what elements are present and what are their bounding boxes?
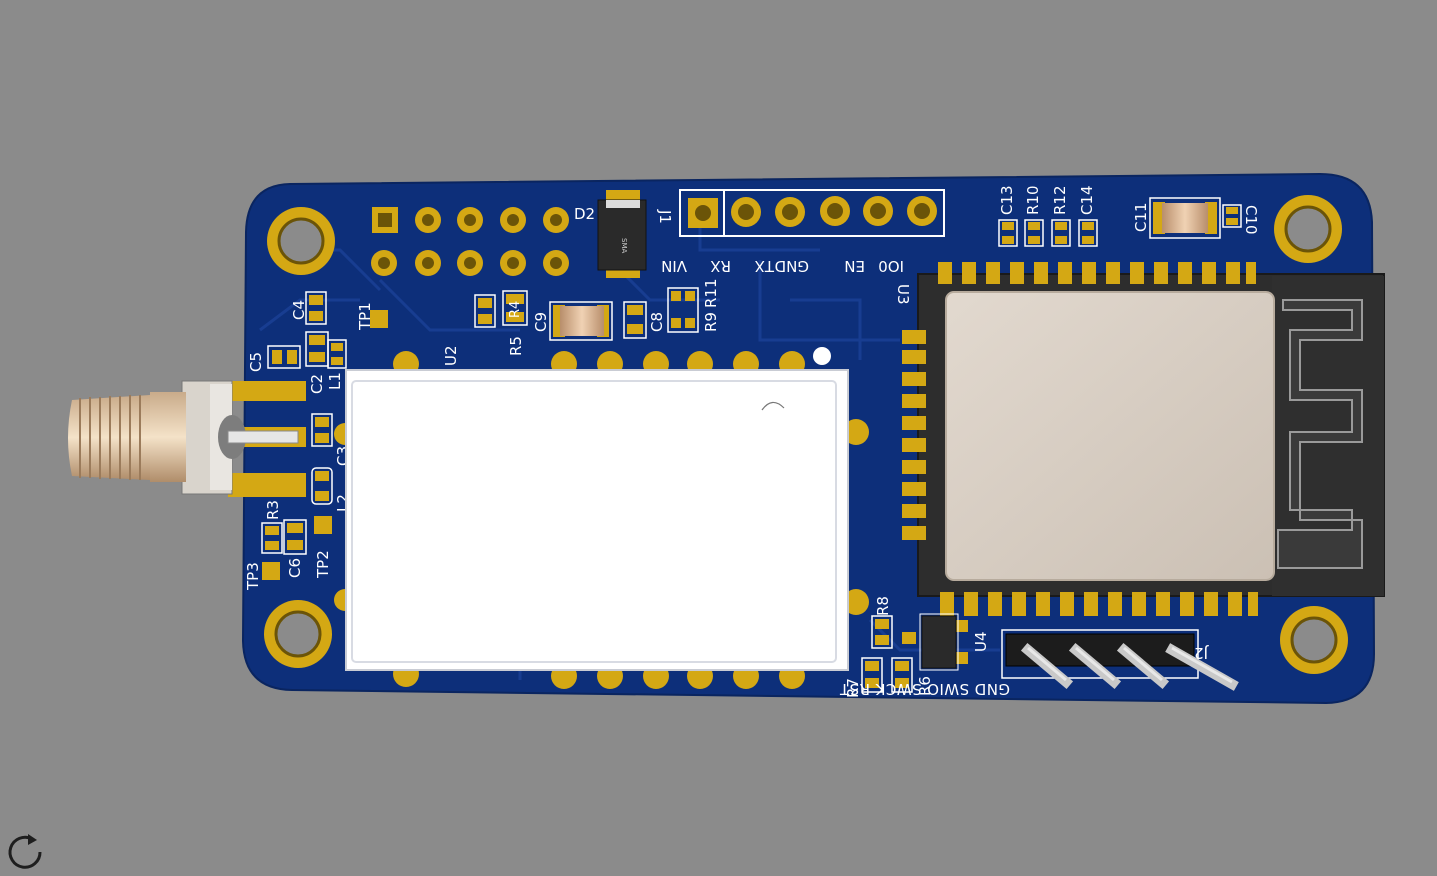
label-c8: C8 [648,312,666,332]
mounting-hole-bl [264,600,332,668]
capacitor-c11 [1149,197,1221,239]
capacitor-c4 [305,291,327,325]
label-io0: IO0 [878,257,904,275]
label-u3: U3 [894,284,912,305]
testpoint-tp3 [262,562,280,580]
label-vin: VIN [661,257,687,275]
passives-top-right [998,219,1098,247]
mounting-hole-tr [1274,195,1342,263]
label-rx: RX [710,257,731,275]
label-u4: U4 [972,631,990,652]
resistor-r4 [502,290,528,326]
connector-j1 [679,189,945,237]
label-gnd: GND [775,257,809,275]
resistor-r7 [861,657,883,693]
capacitor-c9 [549,301,613,341]
refresh-button[interactable] [4,832,48,872]
label-tx: TX [755,257,775,275]
label-c11: C11 [1132,202,1150,232]
label-c6: C6 [286,558,304,578]
label-c9: C9 [532,312,550,332]
label-r9: R9 [702,312,720,332]
label-tp2: TP2 [314,550,332,579]
label-r11: R11 [702,278,720,308]
testpoint-tp2 [314,516,332,534]
connector-j2 [1001,629,1239,691]
label-l1: L1 [326,372,344,390]
testpoint-tp1 [370,310,388,328]
label-r12: R12 [1051,185,1069,215]
label-j2: J2 [1194,644,1209,662]
label-r6: R6 [916,676,934,696]
ic-u4 [902,613,968,671]
label-tp3: TP3 [244,562,262,591]
pin1-marker [813,347,831,365]
label-sma: SMA [620,238,628,253]
mounting-hole-br [1280,606,1348,674]
inductor-l2 [311,467,333,505]
capacitor-c6 [283,519,307,555]
mounting-hole-tl [267,207,335,275]
resistor-r5 [474,294,496,328]
label-c4: C4 [290,300,308,320]
label-c2: C2 [308,374,326,394]
capacitor-c8 [623,301,647,339]
label-j1: J1 [656,209,674,224]
inductor-l1 [327,339,347,369]
capacitor-c3 [311,413,333,447]
module-u2 [345,369,849,671]
resistor-r8 [871,615,893,649]
sma-connector [68,380,306,497]
label-d2: D2 [574,205,595,223]
label-r10: R10 [1024,185,1042,215]
label-r5: R5 [507,336,525,356]
label-u2: U2 [442,345,460,366]
diode-d2: SMA [597,190,647,278]
label-c5: C5 [247,352,265,372]
resistor-r6 [891,657,913,693]
label-c13: C13 [998,185,1016,215]
module-u3 [902,262,1385,616]
label-tp1: TP1 [356,302,374,331]
label-r8: R8 [874,596,892,616]
label-swd-pins: GND SWIO SWCK RST [839,680,1010,698]
resistor-r9-r11 [667,287,699,333]
label-r3: R3 [264,500,282,520]
label-r4: R4 [508,301,523,318]
refresh-icon [8,834,42,869]
capacitor-c5 [267,345,301,369]
label-c14: C14 [1078,185,1096,215]
label-c10: C10 [1242,205,1260,235]
label-r7: R7 [844,678,862,698]
capacitor-c10 [1222,204,1242,228]
resistor-r3 [261,522,283,554]
header-2x5-pads [371,207,569,276]
label-en: EN [844,257,865,275]
